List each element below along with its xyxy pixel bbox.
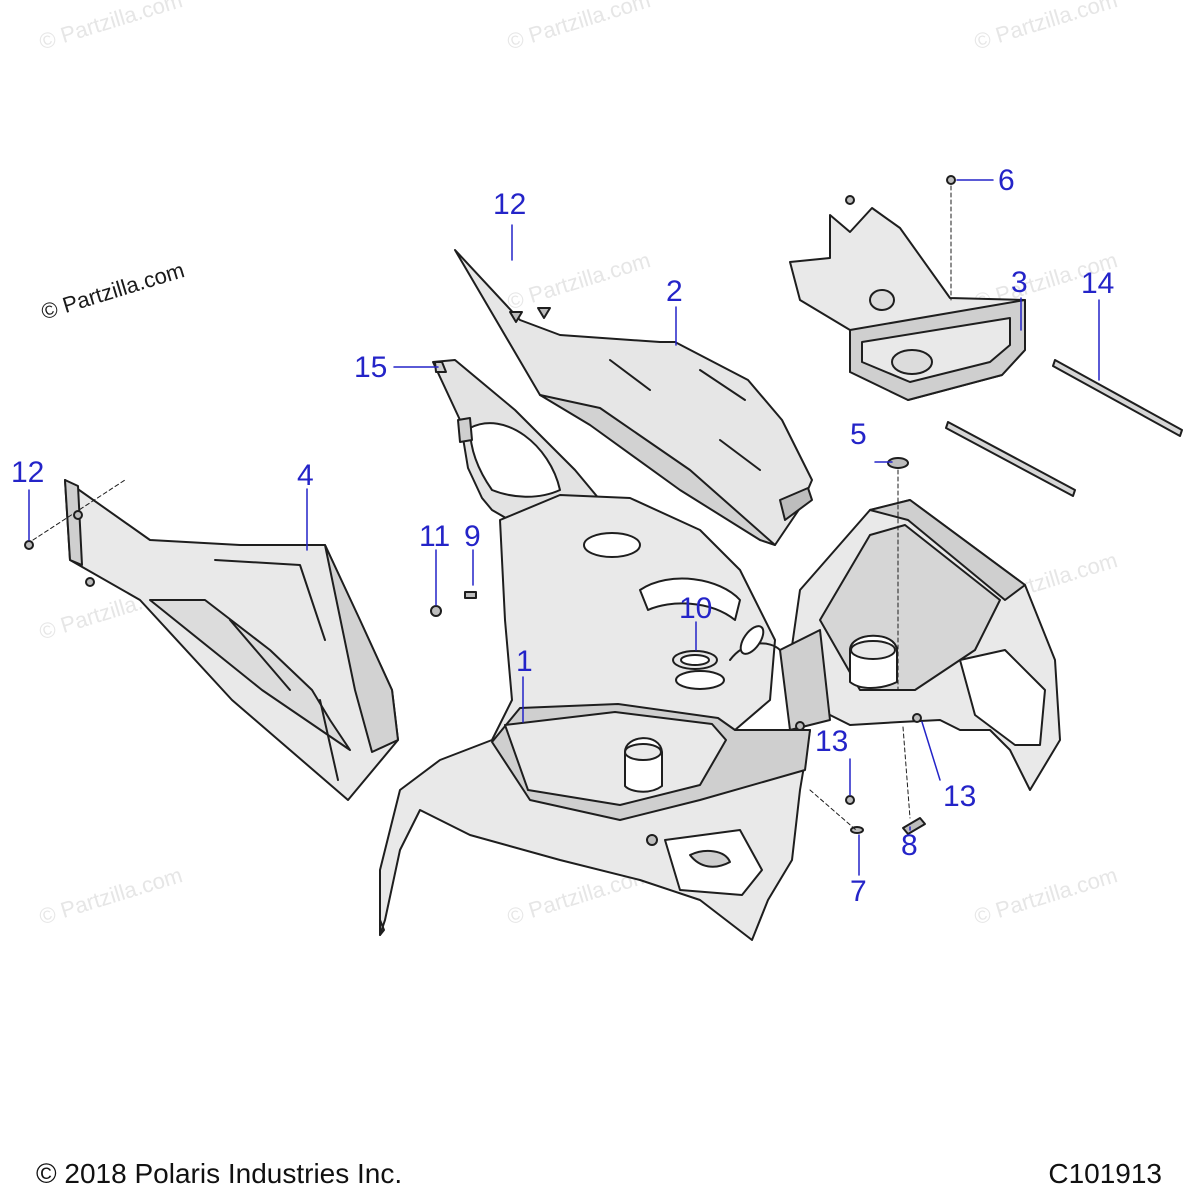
callout-12-left: 12 xyxy=(11,456,45,489)
callout-14: 14 xyxy=(1081,267,1115,300)
part-14-rod xyxy=(945,359,1183,497)
part-2-side-cover xyxy=(454,249,813,546)
callout-12-top: 12 xyxy=(493,188,527,221)
callout-13-right: 13 xyxy=(943,780,977,813)
part-3-rear-tray xyxy=(789,207,1026,401)
callout-9: 9 xyxy=(464,520,481,553)
callout-5: 5 xyxy=(850,418,867,451)
callout-6: 6 xyxy=(998,164,1015,197)
callout-7: 7 xyxy=(850,875,867,908)
callout-2: 2 xyxy=(666,275,683,308)
footer-copyright: © 2018 Polaris Industries Inc. xyxy=(36,1158,403,1189)
callout-8: 8 xyxy=(901,829,918,862)
callout-1: 1 xyxy=(516,645,533,678)
callout-11: 11 xyxy=(419,520,451,553)
leader-lines xyxy=(28,179,1100,876)
callout-3: 3 xyxy=(1011,266,1028,299)
part-4-side-panel xyxy=(64,479,399,801)
callout-4: 4 xyxy=(297,459,314,492)
callout-13-left: 13 xyxy=(815,725,849,758)
front-storage-box xyxy=(729,499,1061,791)
part-1-front-fender xyxy=(379,494,811,941)
guide-lines xyxy=(32,185,952,831)
footer-drawing-number: C101913 xyxy=(1048,1158,1162,1189)
part-10-grommet xyxy=(672,650,718,670)
callout-15: 15 xyxy=(354,351,388,384)
callout-10: 10 xyxy=(679,592,713,625)
